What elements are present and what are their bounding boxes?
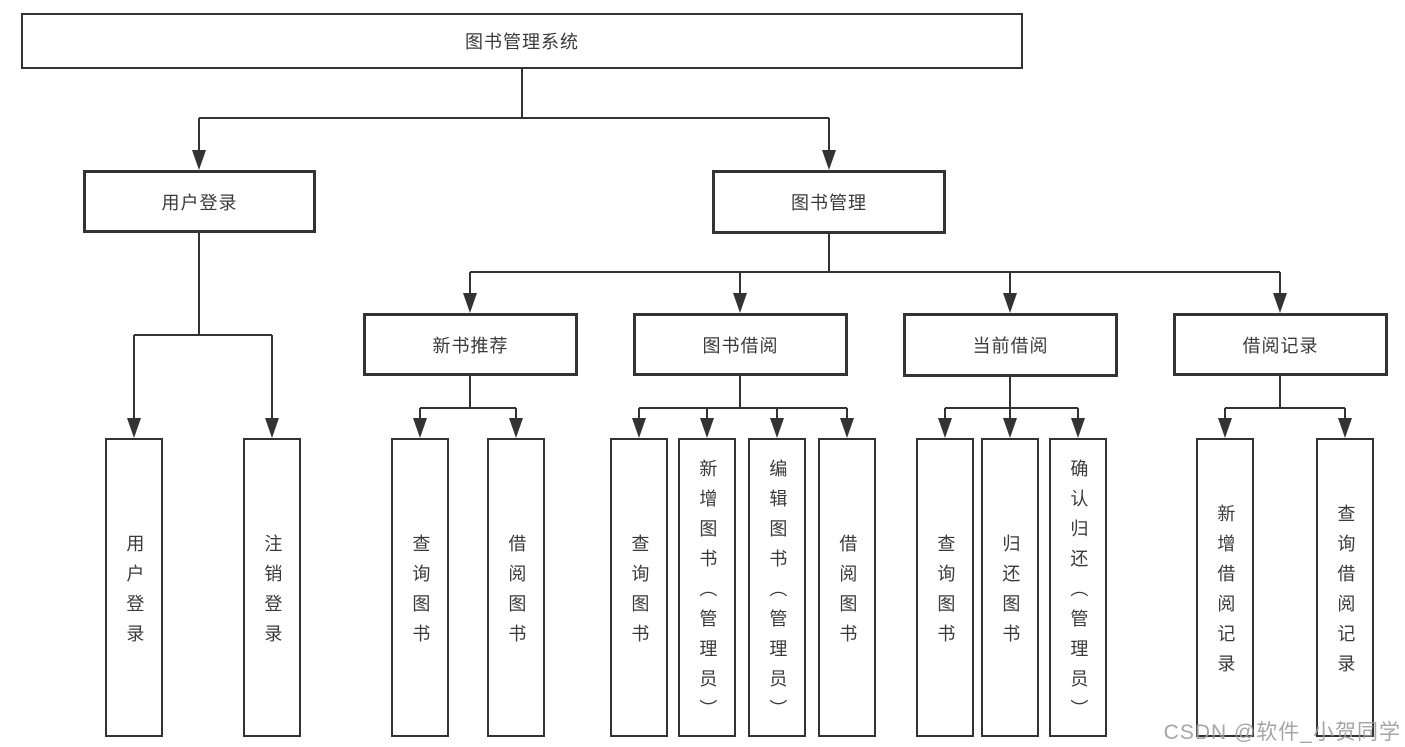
node-label: 查询借阅记录 bbox=[1335, 503, 1356, 684]
node-label: 用户登录 bbox=[161, 192, 238, 213]
node-label: 查询图书 bbox=[935, 533, 956, 654]
node-label: 图书借阅 bbox=[702, 335, 779, 356]
node-label: 图书管理系统 bbox=[465, 32, 579, 52]
leaf-logout: 注销登录 bbox=[243, 438, 301, 737]
node-label: 图书管理 bbox=[791, 193, 867, 213]
node-new-book-recommend: 新书推荐 bbox=[363, 313, 578, 376]
node-label: 借阅图书 bbox=[506, 533, 527, 654]
node-book-management: 图书管理 bbox=[712, 170, 946, 234]
node-borrow-records: 借阅记录 bbox=[1173, 313, 1388, 376]
leaf-borrow-books-recommend: 借阅图书 bbox=[487, 438, 545, 737]
csdn-watermark: CSDN @软件_小贺同学 bbox=[1163, 721, 1401, 744]
leaf-query-books-current: 查询图书 bbox=[916, 438, 974, 737]
node-label: 借阅图书 bbox=[837, 533, 858, 654]
leaf-add-borrow-record: 新增借阅记录 bbox=[1196, 438, 1254, 737]
leaf-query-books-borrow: 查询图书 bbox=[610, 438, 668, 737]
node-label: 新增借阅记录 bbox=[1215, 503, 1236, 684]
node-label: 确认归还（管理员） bbox=[1068, 458, 1089, 729]
node-label: 编辑图书（管理员） bbox=[767, 458, 788, 729]
node-book-borrow: 图书借阅 bbox=[633, 313, 848, 376]
node-label: 当前借阅 bbox=[972, 336, 1049, 356]
node-label: 借阅记录 bbox=[1242, 335, 1319, 356]
leaf-return-book: 归还图书 bbox=[981, 438, 1039, 737]
leaf-borrow-books: 借阅图书 bbox=[818, 438, 876, 737]
node-current-borrow: 当前借阅 bbox=[903, 313, 1118, 377]
node-user-login: 用户登录 bbox=[83, 170, 316, 233]
connector-elbows bbox=[133, 69, 1346, 420]
leaf-edit-book-admin: 编辑图书（管理员） bbox=[748, 438, 806, 737]
leaf-query-books-recommend: 查询图书 bbox=[391, 438, 449, 737]
node-label: 用户登录 bbox=[124, 533, 145, 654]
node-root: 图书管理系统 bbox=[21, 13, 1023, 69]
node-label: 查询图书 bbox=[629, 533, 650, 654]
node-label: 归还图书 bbox=[1000, 533, 1021, 654]
leaf-user-login: 用户登录 bbox=[105, 438, 163, 737]
arrowheads bbox=[127, 150, 1352, 438]
node-label: 新书推荐 bbox=[432, 335, 509, 356]
leaf-add-book-admin: 新增图书（管理员） bbox=[678, 438, 736, 737]
node-label: 新增图书（管理员） bbox=[697, 458, 718, 729]
leaf-query-borrow-record: 查询借阅记录 bbox=[1316, 438, 1374, 737]
node-label: 查询图书 bbox=[410, 533, 431, 654]
leaf-confirm-return-admin: 确认归还（管理员） bbox=[1049, 438, 1107, 737]
node-label: 注销登录 bbox=[262, 533, 283, 654]
